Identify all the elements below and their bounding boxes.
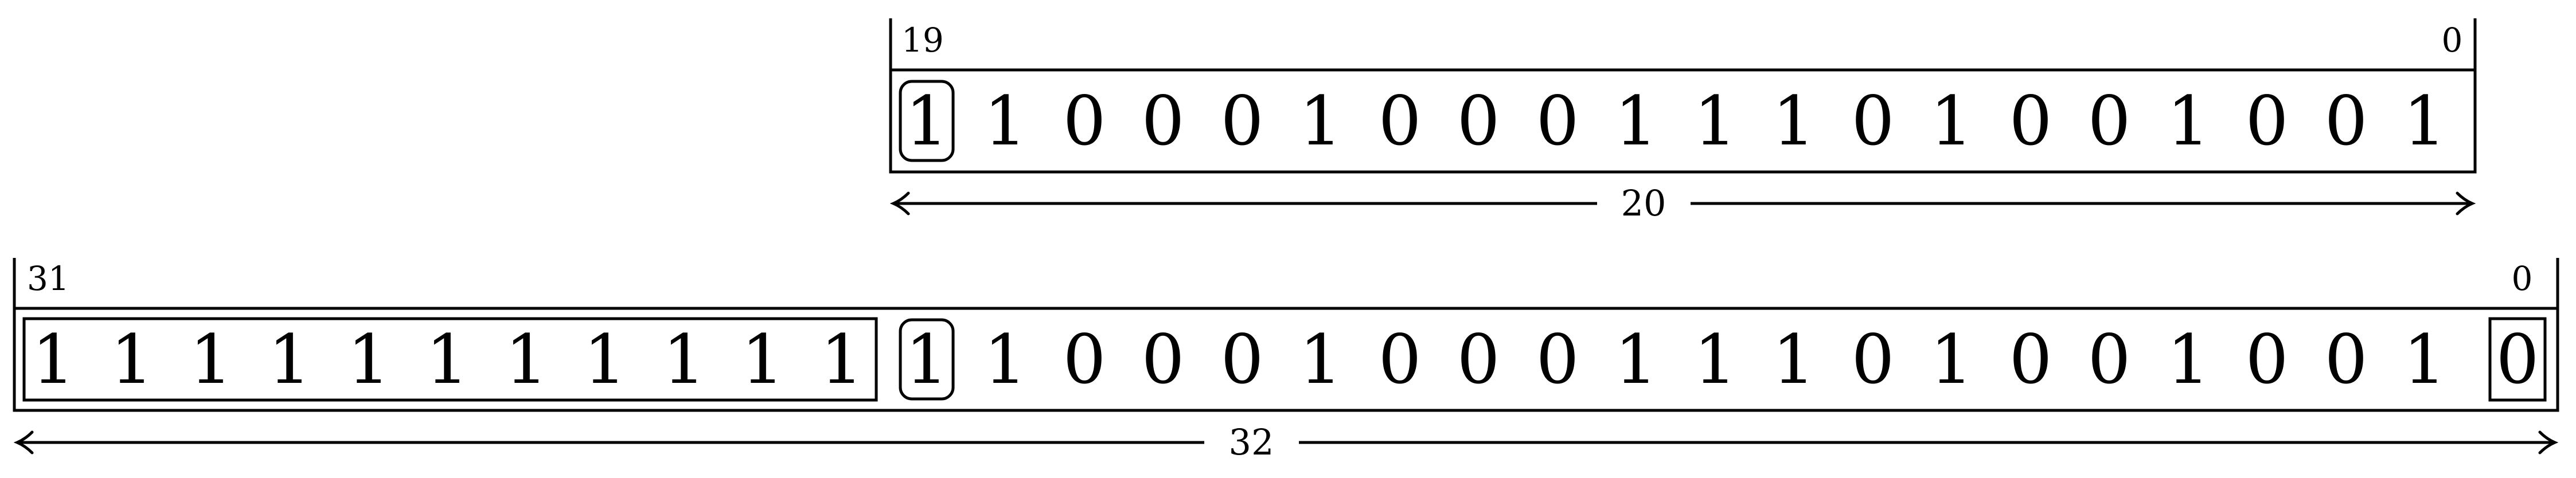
bit-cell: 1 <box>32 320 75 399</box>
bit-cell: 0 <box>1220 81 1263 160</box>
bit-cell: 1 <box>1299 320 1342 399</box>
bit-cell: 1 <box>1693 81 1736 160</box>
bit-cell: 0 <box>2324 320 2367 399</box>
bit-cell: 1 <box>189 320 232 399</box>
register-32-low-index: 0 <box>2512 259 2533 298</box>
bit-cell: 1 <box>1614 320 1657 399</box>
sign-bit-highlight-extended <box>899 318 955 401</box>
bit-cell: 0 <box>1536 81 1579 160</box>
register-32-high-index: 31 <box>27 259 69 298</box>
bit-cell: 0 <box>1457 81 1500 160</box>
bit-cell: 0 <box>1063 81 1106 160</box>
bit-cell: 0 <box>1220 320 1263 399</box>
register-20-width-label: 20 <box>1621 182 1666 224</box>
bit-cell: 1 <box>905 320 948 399</box>
register-32-bit: 31 0 1 1 1 1 1 1 1 1 1 1 1 1 1 0 0 0 1 0… <box>13 258 2559 463</box>
sign-extension-highlight <box>22 317 878 402</box>
register-20-bit: 19 0 1 1 0 0 0 1 0 0 0 1 1 1 0 1 0 0 1 0… <box>889 18 2477 224</box>
bit-cell: 1 <box>1772 81 1815 160</box>
bit-cell: 1 <box>983 81 1027 160</box>
bit-cell: 1 <box>905 81 948 160</box>
bit-cell: 1 <box>741 320 784 399</box>
bit-cell: 0 <box>2009 81 2052 160</box>
bit-cell: 0 <box>2009 320 2052 399</box>
sign-bit-highlight <box>899 80 955 162</box>
bit-cell: 1 <box>347 320 390 399</box>
register-20-frame <box>889 68 2477 174</box>
bit-cell: 1 <box>268 320 311 399</box>
bit-cell: 1 <box>426 320 469 399</box>
bit-cell: 1 <box>2167 81 2210 160</box>
register-32-width-arrow: 32 <box>13 421 2559 463</box>
bit-cell: 1 <box>2403 320 2446 399</box>
register-32-bits: 1 1 1 1 1 1 1 1 1 1 1 1 1 0 0 0 1 0 0 0 … <box>32 320 2539 399</box>
bit-cell: 1 <box>2167 320 2210 399</box>
bit-cell: 1 <box>1299 81 1342 160</box>
bit-cell: 1 <box>1772 320 1815 399</box>
register-20-low-index: 0 <box>2442 21 2463 60</box>
appended-zero-highlight <box>2488 317 2547 402</box>
register-20-bits: 1 1 0 0 0 1 0 0 0 1 1 1 0 1 0 0 1 0 0 1 <box>905 81 2446 160</box>
bit-cell: 1 <box>505 320 548 399</box>
bit-cell: 0 <box>1457 320 1500 399</box>
bit-cell: 0 <box>2087 320 2130 399</box>
bit-cell: 1 <box>662 320 705 399</box>
bit-cell: 0 <box>1851 81 1894 160</box>
bit-cell: 0 <box>1378 81 1421 160</box>
bit-cell: 0 <box>2324 81 2367 160</box>
bit-cell: 1 <box>1930 81 1973 160</box>
bit-cell: 1 <box>820 320 863 399</box>
bit-cell: 0 <box>1063 320 1106 399</box>
register-32-width-label: 32 <box>1229 421 1274 463</box>
register-20-high-index: 19 <box>901 21 944 60</box>
bit-cell: 1 <box>110 320 153 399</box>
register-20-width-arrow: 20 <box>889 182 2476 224</box>
bit-cell: 0 <box>1378 320 1421 399</box>
bit-cell: 0 <box>2245 81 2288 160</box>
bit-cell: 1 <box>583 320 626 399</box>
bit-cell: 0 <box>2087 81 2130 160</box>
bit-cell: 1 <box>2403 81 2446 160</box>
bit-cell: 0 <box>2245 320 2288 399</box>
bit-cell: 0 <box>1851 320 1894 399</box>
register-32-frame <box>13 307 2559 412</box>
bit-cell: 1 <box>1614 81 1657 160</box>
bit-cell: 0 <box>1141 320 1184 399</box>
bit-cell: 0 <box>1536 320 1579 399</box>
bit-cell: 0 <box>2496 320 2539 399</box>
bit-cell: 1 <box>983 320 1027 399</box>
bit-cell: 1 <box>1930 320 1973 399</box>
bit-cell: 0 <box>1141 81 1184 160</box>
bit-cell: 1 <box>1693 320 1736 399</box>
